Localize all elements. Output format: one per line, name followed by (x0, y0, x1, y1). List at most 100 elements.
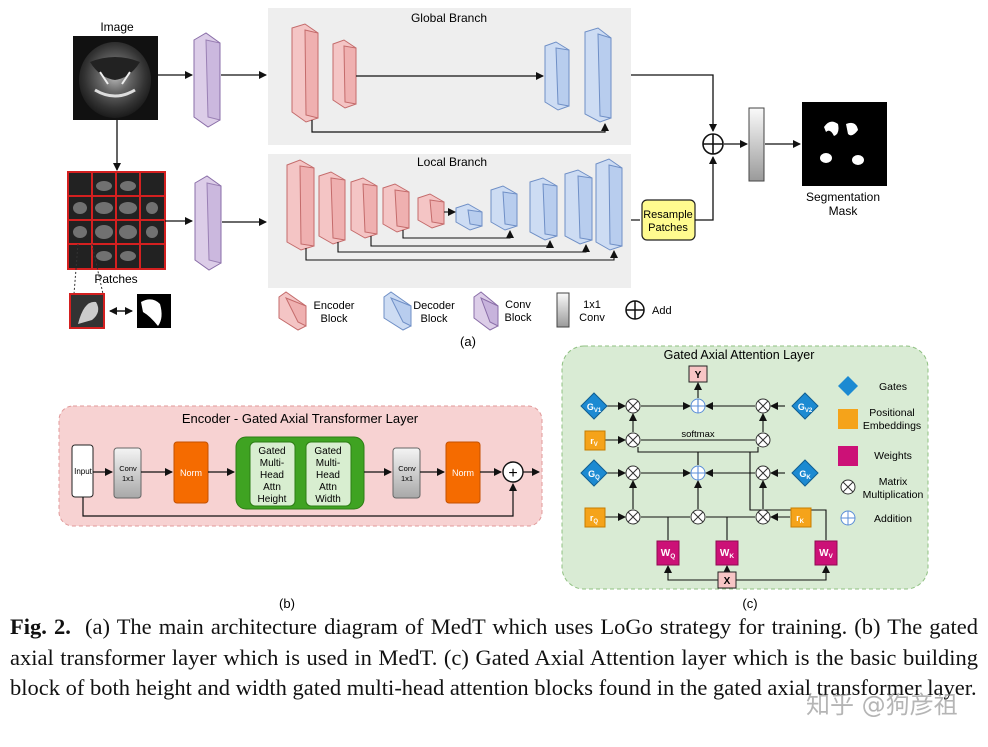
svg-text:rK: rK (796, 513, 805, 525)
global-encoder-block-2 (332, 39, 357, 109)
patches-label: Patches (94, 272, 137, 286)
width-line-5: Width (315, 494, 341, 505)
svg-text:GV2: GV2 (798, 402, 813, 414)
sublabel-b: (b) (279, 596, 295, 611)
wk-sub: K (729, 553, 734, 560)
wq-main: W (661, 548, 671, 559)
legend-weights-icon (838, 446, 858, 466)
svg-text:WQ: WQ (661, 548, 676, 560)
gq-sub: Q (595, 475, 600, 481)
legend-c: Gates Positional Embeddings Weights Matr… (838, 376, 924, 526)
norm-node-2-label: Norm (452, 468, 474, 478)
patches-grid (67, 171, 166, 270)
conv1x1-node-2-line-1: Conv (398, 464, 416, 473)
panel-b-title: Encoder - Gated Axial Transformer Layer (182, 411, 419, 426)
caption-label: Fig. 2. (10, 614, 71, 639)
gv2-main: G (798, 402, 805, 412)
legend-gate-icon (838, 376, 858, 396)
residual-add-symbol: + (508, 465, 517, 482)
conv1x1-node-2-line-2: 1x1 (401, 474, 413, 483)
input-ultrasound-image (73, 36, 158, 120)
panel-a: Image Global Branch (67, 8, 887, 349)
local-decoder-blocks (455, 158, 623, 251)
legend-gates-label: Gates (879, 381, 907, 393)
local-branch-title: Local Branch (417, 155, 487, 169)
legend-conv-icon (473, 291, 499, 331)
height-line-2: Multi- (260, 458, 284, 469)
legend-conv-line-1: Conv (505, 299, 531, 311)
legend-matmul-icon (840, 479, 856, 495)
legend-addition-label: Addition (874, 513, 912, 525)
gv1-sub: V1 (594, 408, 602, 414)
weight-wk: WK (715, 540, 739, 566)
global-decoder-block-1 (544, 41, 570, 111)
gk-sub: K (806, 475, 811, 481)
conv1x1-final (748, 107, 765, 182)
legend-encoder-line-2: Block (321, 313, 348, 325)
legend-matmul-line-2: Multiplication (863, 489, 924, 501)
height-line-3: Head (260, 470, 284, 481)
figure-caption: Fig. 2. (a) The main architecture diagra… (10, 612, 978, 704)
width-line-4: Attn (319, 482, 337, 493)
global-encoder-block-1 (291, 23, 319, 123)
y-output-node (688, 365, 708, 383)
rv-main: r (590, 436, 594, 446)
sublabel-a: (a) (460, 334, 476, 349)
legend-decoder-icon (383, 291, 412, 331)
rq-sub: Q (593, 519, 598, 525)
add-operator (702, 133, 724, 155)
width-line-2: Multi- (316, 458, 340, 469)
conv1x1-node-2 (392, 447, 421, 499)
svg-text:WK: WK (720, 548, 734, 560)
svg-text:GV1: GV1 (587, 402, 602, 414)
legend-conv-line-2: Block (505, 312, 532, 324)
panel-c-title: Gated Axial Attention Layer (664, 348, 815, 362)
legend-addition-icon (840, 510, 856, 526)
svg-text:rQ: rQ (590, 513, 599, 525)
legend-pos-emb-line-2: Embeddings (863, 420, 921, 432)
legend-encoder-icon (278, 291, 307, 331)
image-label: Image (100, 20, 134, 34)
conv1x1-node-1 (113, 447, 142, 499)
legend-conv1x1-icon (556, 292, 570, 328)
legend-conv1x1-line-2: Conv (579, 312, 605, 324)
segmentation-mask-label-1: Segmentation (806, 190, 880, 204)
legend-decoder-line-1: Decoder (413, 300, 455, 312)
wk-main: W (720, 548, 730, 559)
width-line-3: Head (316, 470, 340, 481)
architecture-figure: Image Global Branch (58, 8, 929, 611)
gq-main: G (588, 469, 595, 479)
height-line-4: Attn (263, 482, 281, 493)
legend-decoder-line-2: Block (421, 313, 448, 325)
gated-attn-height-block (249, 441, 296, 507)
conv-block-local (194, 175, 222, 271)
gk-main: G (799, 469, 806, 479)
svg-text:GK: GK (799, 469, 811, 481)
y-output-label: Y (695, 370, 702, 381)
patch-mask (137, 294, 171, 328)
gv2-sub: V2 (805, 408, 813, 414)
pos-emb-rv: rV (584, 430, 606, 451)
addition-nodes (690, 398, 706, 481)
legend-add-icon (625, 300, 645, 320)
panel-c-background (561, 345, 929, 590)
legend-encoder-line-1: Encoder (314, 300, 355, 312)
segmentation-mask-image (802, 102, 887, 186)
svg-text:GQ: GQ (588, 469, 600, 481)
segmentation-mask-label-2: Mask (829, 204, 859, 218)
gate-gv1: GV1 (580, 392, 608, 420)
conv1x1-node-1-line-1: Conv (119, 464, 137, 473)
conv1x1-node-1-line-2: 1x1 (122, 474, 134, 483)
pos-emb-rq: rQ (584, 507, 606, 528)
legend-a: Encoder Block Decoder Block Conv Block 1… (278, 291, 672, 331)
height-line-1: Gated (258, 446, 285, 457)
legend-matmul-line-1: Matrix (879, 476, 908, 488)
resample-patches-line-1: Resample (643, 209, 693, 221)
pos-emb-rk: rK (790, 507, 812, 528)
rk-sub: K (800, 519, 805, 525)
softmax-label: softmax (681, 429, 715, 440)
global-branch-title: Global Branch (411, 11, 487, 25)
rv-sub: V (594, 442, 598, 448)
caption-text: (a) The main architecture diagram of Med… (10, 614, 979, 700)
height-line-5: Height (258, 494, 287, 505)
